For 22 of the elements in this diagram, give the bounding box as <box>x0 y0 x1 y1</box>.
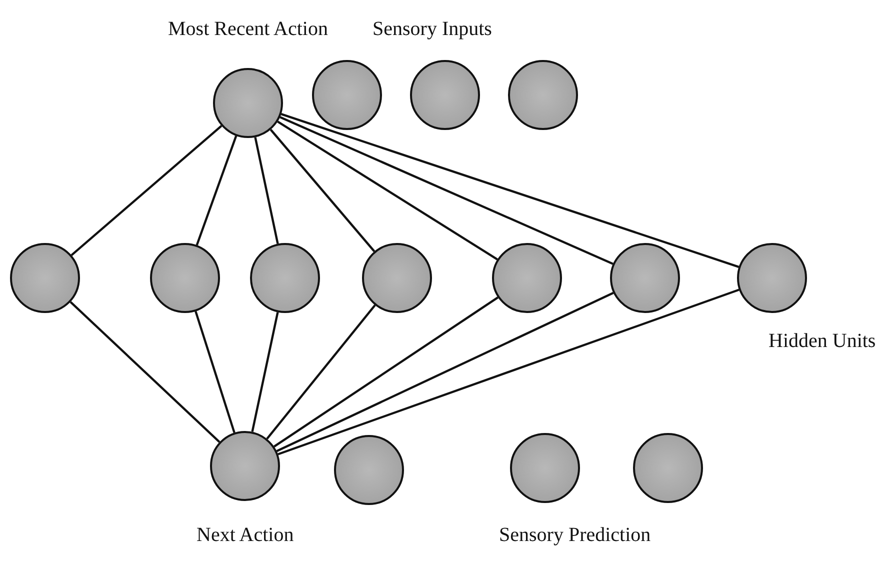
connection-line <box>270 128 376 252</box>
connection-line <box>70 125 222 256</box>
connection-line <box>194 311 236 433</box>
unit-circle <box>213 68 283 138</box>
connection-line <box>277 120 498 260</box>
group-label: Sensory Prediction <box>499 524 651 547</box>
connection-line <box>266 304 376 440</box>
connection-line <box>196 136 238 246</box>
group-label: Sensory Inputs <box>372 18 492 41</box>
connection-line <box>276 292 614 452</box>
connection-line <box>278 288 740 456</box>
node-caption: Next Action <box>196 524 294 547</box>
unit-circle <box>210 431 280 501</box>
connection-line <box>274 296 498 448</box>
group-label: Hidden Units <box>768 330 876 353</box>
connection-line <box>280 116 614 265</box>
connection-line <box>254 137 279 244</box>
unit-circle <box>610 243 680 313</box>
connection-line <box>70 301 220 443</box>
node-caption: Most Recent Action <box>168 18 328 41</box>
connection-line <box>251 312 279 432</box>
connection-line <box>280 113 740 268</box>
